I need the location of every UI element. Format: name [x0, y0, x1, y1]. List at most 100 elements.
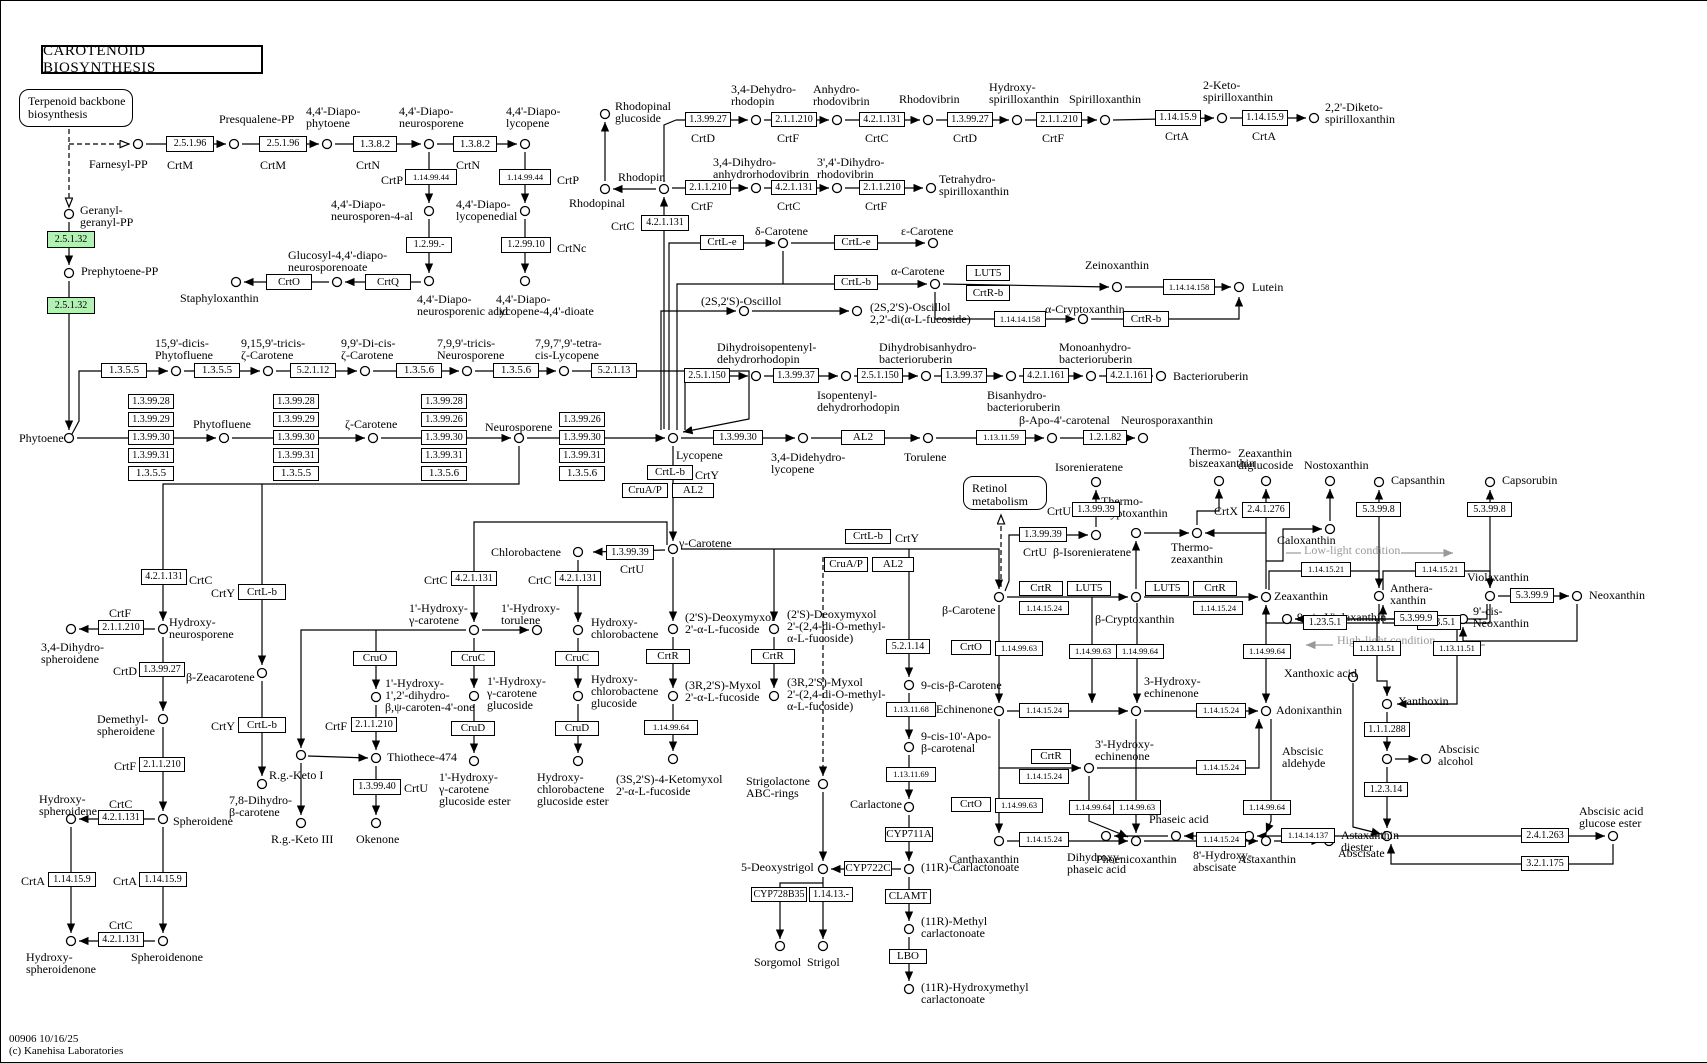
enzyme-box-CYP728B35[interactable]: CYP728B35: [751, 887, 807, 902]
enzyme-box-5.2.1.12[interactable]: 5.2.1.12: [290, 363, 336, 378]
compound-node[interactable]: [359, 365, 371, 377]
enzyme-box-1.3.99.30[interactable]: 1.3.99.30: [128, 430, 174, 445]
compound-node[interactable]: [1191, 527, 1203, 539]
compound-node[interactable]: [851, 305, 863, 317]
enzyme-box-1.3.99.28[interactable]: 1.3.99.28: [421, 394, 467, 409]
enzyme-box-1.3.5.5[interactable]: 1.3.5.5: [194, 363, 240, 378]
compound-node[interactable]: [1099, 114, 1111, 126]
compound-node[interactable]: [218, 432, 230, 444]
compound-node[interactable]: [1324, 523, 1336, 535]
compound-node[interactable]: [993, 705, 1005, 717]
enzyme-box-1.13.11.69[interactable]: 1.13.11.69: [886, 767, 936, 782]
compound-node[interactable]: [321, 138, 333, 150]
enzyme-box-4.2.1.131[interactable]: 4.2.1.131: [555, 571, 601, 586]
compound-node[interactable]: [667, 432, 679, 444]
enzyme-box-1.3.99.30[interactable]: 1.3.99.30: [421, 430, 467, 445]
enzyme-box-1.14.99.64[interactable]: 1.14.99.64: [1069, 800, 1117, 815]
compound-node[interactable]: [1130, 591, 1142, 603]
enzyme-box-1.3.5.5[interactable]: 1.3.5.5: [101, 363, 147, 378]
enzyme-box-1.14.15.9[interactable]: 1.14.15.9: [1242, 110, 1288, 126]
compound-node[interactable]: [993, 835, 1005, 847]
enzyme-box-1.3.99.30[interactable]: 1.3.99.30: [273, 430, 319, 445]
enzyme-box-1.2.99.10[interactable]: 1.2.99.10: [501, 237, 551, 253]
enzyme-box-1.14.15.24[interactable]: 1.14.15.24: [1196, 760, 1246, 775]
enzyme-box-5.3.99.9[interactable]: 5.3.99.9: [1510, 588, 1554, 603]
compound-node[interactable]: [1233, 281, 1245, 293]
enzyme-box-4.2.1.131[interactable]: 4.2.1.131: [98, 810, 144, 825]
compound-node[interactable]: [903, 863, 915, 875]
compound-node[interactable]: [903, 983, 915, 995]
enzyme-box-AL2[interactable]: AL2: [872, 557, 914, 572]
enzyme-box-1.14.15.24[interactable]: 1.14.15.24: [1019, 703, 1069, 718]
compound-node[interactable]: [519, 275, 531, 287]
compound-node[interactable]: [831, 114, 843, 126]
enzyme-box-1.14.15.24[interactable]: 1.14.15.24: [1019, 832, 1069, 847]
compound-node[interactable]: [831, 182, 843, 194]
compound-node[interactable]: [1484, 590, 1496, 602]
compound-node[interactable]: [65, 935, 77, 947]
compound-node[interactable]: [572, 755, 584, 767]
compound-node[interactable]: [572, 546, 584, 558]
enzyme-box-1.23.5.1[interactable]: 1.23.5.1: [1303, 615, 1347, 630]
enzyme-box-1.14.15.24[interactable]: 1.14.15.24: [1019, 601, 1069, 615]
enzyme-box-1.14.99.64[interactable]: 1.14.99.64: [1243, 644, 1291, 659]
compound-node[interactable]: [1420, 753, 1432, 765]
enzyme-box-1.1.1.288[interactable]: 1.1.1.288: [1364, 722, 1410, 737]
enzyme-box-1.3.99.27[interactable]: 1.3.99.27: [139, 662, 185, 677]
compound-node[interactable]: [461, 365, 473, 377]
enzyme-box-1.14.14.137[interactable]: 1.14.14.137: [1281, 828, 1335, 843]
compound-node[interactable]: [1571, 590, 1583, 602]
enzyme-box-CLAMT[interactable]: CLAMT: [885, 889, 931, 904]
enzyme-box-1.14.99.63[interactable]: 1.14.99.63: [1113, 800, 1161, 815]
compound-node[interactable]: [1083, 762, 1095, 774]
compound-node[interactable]: [1077, 313, 1089, 325]
enzyme-box-4.2.1.131[interactable]: 4.2.1.131: [641, 215, 689, 231]
enzyme-box-1.14.13.-[interactable]: 1.14.13.-: [809, 887, 853, 902]
enzyme-box-1.3.99.40[interactable]: 1.3.99.40: [353, 779, 401, 795]
compound-node[interactable]: [658, 183, 670, 195]
enzyme-box-1.3.99.30[interactable]: 1.3.99.30: [559, 430, 605, 445]
compound-node[interactable]: [750, 182, 762, 194]
compound-node[interactable]: [1281, 613, 1293, 625]
enzyme-box-CruO[interactable]: CruO: [353, 651, 397, 666]
compound-node[interactable]: [1260, 591, 1272, 603]
compound-node[interactable]: [331, 276, 343, 288]
enzyme-box-1.14.99.64[interactable]: 1.14.99.64: [1116, 644, 1164, 659]
enzyme-box-1.3.99.39[interactable]: 1.3.99.39: [606, 545, 654, 560]
enzyme-box-1.3.5.5[interactable]: 1.3.5.5: [128, 466, 174, 481]
compound-node[interactable]: [903, 679, 915, 691]
enzyme-box-1.3.5.6[interactable]: 1.3.5.6: [559, 466, 605, 481]
enzyme-box-1.14.15.24[interactable]: 1.14.15.24: [1193, 601, 1243, 615]
compound-node[interactable]: [519, 138, 531, 150]
compound-node[interactable]: [1381, 753, 1393, 765]
compound-node[interactable]: [1130, 705, 1142, 717]
enzyme-box-1.14.99.64[interactable]: 1.14.99.64: [644, 720, 698, 735]
compound-node[interactable]: [1324, 475, 1336, 487]
enzyme-box-2.5.1.150[interactable]: 2.5.1.150: [684, 368, 730, 383]
compound-node[interactable]: [423, 138, 435, 150]
enzyme-box-1.14.15.9[interactable]: 1.14.15.9: [1155, 110, 1201, 126]
compound-node[interactable]: [1011, 114, 1023, 126]
compound-node[interactable]: [922, 114, 934, 126]
compound-node[interactable]: [423, 275, 435, 287]
enzyme-box-AL2[interactable]: AL2: [672, 483, 714, 498]
compound-node[interactable]: [817, 940, 829, 952]
compound-node[interactable]: [667, 623, 679, 635]
enzyme-box-CrtR[interactable]: CrtR: [1193, 581, 1237, 596]
compound-node[interactable]: [1607, 830, 1619, 842]
enzyme-box-1.3.99.26[interactable]: 1.3.99.26: [559, 412, 605, 427]
compound-node[interactable]: [1085, 370, 1097, 382]
compound-node[interactable]: [513, 432, 525, 444]
compound-node[interactable]: [423, 205, 435, 217]
enzyme-box-LUT5[interactable]: LUT5: [966, 265, 1010, 281]
enzyme-box-2.1.1.210[interactable]: 2.1.1.210: [139, 757, 185, 772]
compound-node[interactable]: [1130, 527, 1142, 539]
enzyme-box-4.2.1.161[interactable]: 4.2.1.161: [1106, 368, 1152, 383]
enzyme-box-1.3.99.31[interactable]: 1.3.99.31: [273, 448, 319, 463]
compound-node[interactable]: [1260, 475, 1272, 487]
compound-node[interactable]: [572, 624, 584, 636]
enzyme-box-1.3.99.27[interactable]: 1.3.99.27: [947, 112, 993, 127]
enzyme-box-1.14.15.9[interactable]: 1.14.15.9: [139, 872, 187, 887]
enzyme-box-1.3.5.5[interactable]: 1.3.5.5: [273, 466, 319, 481]
compound-node[interactable]: [1216, 112, 1228, 124]
